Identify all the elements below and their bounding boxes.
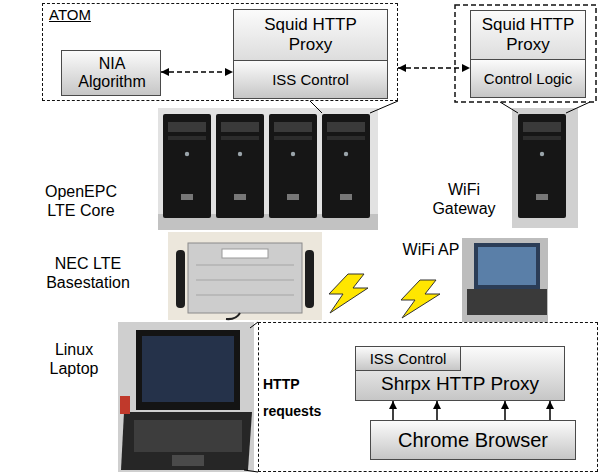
label-holder: OpenEPC LTE Core — [36, 182, 126, 220]
dashed-group — [455, 5, 596, 102]
ap-screen-lid — [474, 243, 540, 289]
computer-tower — [518, 114, 566, 218]
label-holder: WiFi Gateway — [425, 180, 503, 218]
node-label: Shrpx HTTP Proxy — [360, 370, 560, 398]
photo-background — [168, 232, 322, 320]
node-label: ATOM — [49, 6, 109, 26]
laptop-lid — [136, 330, 240, 410]
photo-background — [512, 108, 578, 228]
computer-tower — [322, 114, 370, 218]
zoom-line — [566, 102, 590, 113]
request-arrow — [504, 401, 506, 420]
node-label: ISS Control — [356, 347, 460, 370]
laptop-base — [121, 412, 252, 470]
zoom-line — [370, 101, 398, 113]
device-label: WiFi Gateway — [425, 180, 503, 218]
label-holder: WiFi AP — [396, 240, 466, 259]
server-box: Squid HTTP ProxyControl Logic — [470, 10, 586, 98]
cable — [226, 313, 240, 319]
node-label: ISS Control — [234, 61, 387, 98]
module-box: ISS Control — [233, 60, 388, 99]
dashed-arrow — [161, 71, 233, 73]
request-arrow — [549, 401, 551, 420]
ap-base — [467, 289, 547, 315]
basestation-body — [188, 243, 302, 313]
dashed-group: HTTP requests Shrpx HTTP ProxyISS Control… — [258, 322, 598, 472]
node-label: NIA Algorithm — [66, 51, 158, 95]
node-label: Squid HTTP Proxy — [248, 12, 373, 58]
browser-box: Chrome Browser — [370, 420, 576, 460]
label-holder: NEC LTE Basestation — [36, 254, 140, 292]
request-arrow — [392, 401, 394, 420]
lightning-bolt — [401, 280, 440, 318]
computer-tower — [269, 114, 317, 218]
module-box: Control Logic — [470, 59, 586, 98]
node-label: Control Logic — [471, 60, 585, 97]
device-label: WiFi AP — [396, 240, 466, 259]
ap-screen — [478, 247, 536, 285]
label-holder: Linux Laptop — [38, 340, 110, 378]
fin — [196, 295, 294, 296]
node-label: Squid HTTP Proxy — [473, 13, 583, 57]
fin — [196, 265, 294, 266]
photo-background — [462, 238, 548, 322]
photo-background — [118, 322, 254, 472]
zoom-line — [500, 102, 518, 113]
module-box: ISS Control — [355, 346, 461, 371]
zoom-line — [250, 322, 258, 328]
laptop-screen — [142, 336, 234, 402]
device-label: Linux Laptop — [38, 340, 110, 378]
dashed-arrow — [398, 67, 470, 69]
proxy-box: Shrpx HTTP ProxyISS Control — [355, 346, 565, 401]
photo-background — [158, 108, 378, 230]
server-box: Squid HTTP ProxyISS Control — [233, 9, 388, 99]
zoom-line — [244, 470, 258, 472]
device-label: OpenEPC LTE Core — [36, 182, 126, 220]
lightning-bolt — [329, 274, 368, 313]
request-arrow — [436, 401, 438, 420]
device-label: NEC LTE Basestation — [36, 254, 140, 292]
computer-tower — [163, 114, 211, 218]
touchpad — [172, 455, 204, 466]
usb-stick — [120, 396, 130, 414]
dashed-group: ATOM NIA Algorithm Squid HTTP ProxyISS Con… — [42, 3, 398, 101]
process-box: NIA Algorithm — [61, 50, 161, 96]
antenna — [176, 250, 185, 308]
keyboard — [134, 420, 242, 452]
sticker — [222, 249, 268, 258]
zoom-line — [310, 101, 322, 113]
antenna — [305, 250, 314, 308]
node-label: HTTP requests — [263, 371, 327, 433]
fin — [196, 280, 294, 281]
computer-tower — [216, 114, 264, 218]
node-label: Chrome Browser — [371, 421, 575, 459]
